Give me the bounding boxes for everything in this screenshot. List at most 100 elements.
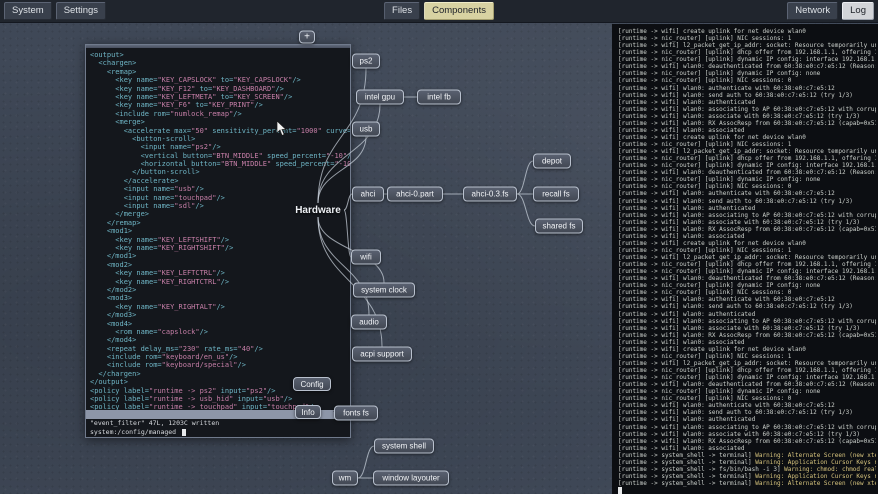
log-line: [runtime -> wifi] l2_packet_get_ip_addr:… xyxy=(618,42,876,50)
graph-node-system-clock[interactable]: system clock xyxy=(353,282,415,298)
graph-node-window-layouter[interactable]: window layouter xyxy=(373,470,449,486)
text-cursor xyxy=(182,428,187,436)
graph-node-ps2[interactable]: ps2 xyxy=(352,53,380,69)
graph-edge xyxy=(357,445,375,479)
graph-edge xyxy=(516,160,534,195)
log-line: [runtime -> wifi] wlan0: send auth to 60… xyxy=(618,197,853,205)
editor-line: <include rom="keyboard/en_us"/> xyxy=(90,353,238,362)
editor-line: <key name="KEY_LEFTSHIFT"/> xyxy=(90,235,230,244)
menu-button-settings[interactable]: Settings xyxy=(55,2,107,20)
graph-node-ahci-0-part[interactable]: ahci-0.part xyxy=(387,186,443,202)
log-line: [runtime -> wifi] wlan0: associating to … xyxy=(618,105,876,113)
editor-line: <output> xyxy=(90,51,124,59)
log-line: [runtime -> wifi] wlan0: RX AssocResp fr… xyxy=(618,437,876,445)
log-line: [runtime -> wifi] wlan0: associating to … xyxy=(618,423,876,431)
editor-line: </remap> xyxy=(90,218,141,227)
menu-button-network[interactable]: Network xyxy=(787,2,839,20)
log-line: [runtime -> wifi] wlan0: associate with … xyxy=(618,112,861,120)
editor-content[interactable]: <output> <chargen> <remap> <key name="KE… xyxy=(86,49,350,410)
graph-node-audio[interactable]: audio xyxy=(351,314,387,330)
log-line: [runtime -> wifi] wlan0: RX AssocResp fr… xyxy=(618,331,876,339)
log-line: [runtime -> nic_router] [uplink] dynamic… xyxy=(618,268,876,276)
editor-line: </mod2> xyxy=(90,285,137,294)
graph-node-config[interactable]: Config xyxy=(293,377,331,391)
log-line: [runtime -> nic_router] [uplink] dynamic… xyxy=(618,176,821,184)
log-line: [runtime -> nic_router] [uplink] NIC ses… xyxy=(618,141,792,148)
log-line: [runtime -> wifi] wlan0: RX AssocResp fr… xyxy=(618,225,876,233)
log-line: [runtime -> system_shell -> terminal] Wa… xyxy=(618,458,876,466)
editor-line: </output> xyxy=(90,378,128,387)
editor-line: <key name="KEY_LEFTMETA" to="KEY_SCREEN"… xyxy=(90,92,293,101)
log-line: [runtime -> wifi] l2_packet_get_ip_addr:… xyxy=(618,359,876,367)
log-line: [runtime -> wifi] wlan0: authenticated xyxy=(618,98,756,106)
graph-node-ahci-0-3-fs[interactable]: ahci-0.3.fs xyxy=(463,186,517,202)
log-line: [runtime -> wifi] wlan0: associating to … xyxy=(618,211,876,219)
graph-node-intel-gpu[interactable]: intel gpu xyxy=(356,89,404,105)
editor-window-titlebar[interactable] xyxy=(86,45,350,48)
log-line: [runtime -> wifi] wlan0: authenticated xyxy=(618,204,756,212)
log-line: [runtime -> nic_router] [uplink] NIC ses… xyxy=(618,35,792,43)
shell-prompt: system:/config/managed xyxy=(90,428,181,436)
graph-node-ahci[interactable]: ahci xyxy=(352,186,384,202)
editor-line: <policy label="runtime -> usb_hid" input… xyxy=(90,395,293,404)
log-line: [runtime -> nic_router] [uplink] NIC ses… xyxy=(618,183,792,191)
editor-line: <key name="KEY_RIGHTSHIFT"/> xyxy=(90,243,234,252)
editor-line: <input name="touchpad"/> xyxy=(90,193,225,202)
log-line: [runtime -> nic_router] [uplink] dynamic… xyxy=(618,374,876,382)
editor-line: <mod4> xyxy=(90,319,133,328)
editor-line: <key name="KEY_LEFTCTRL"/> xyxy=(90,269,225,278)
editor-line: </merge> xyxy=(90,210,150,219)
graph-node-intel-fb[interactable]: intel fb xyxy=(417,89,461,105)
log-line: [runtime -> wifi] wlan0: authenticate wi… xyxy=(618,402,835,410)
shell-prompt-line[interactable]: system:/config/managed xyxy=(86,428,350,437)
log-line: [runtime -> wifi] wlan0: authenticated xyxy=(618,416,756,424)
log-line: [runtime -> nic_router] [uplink] dhcp of… xyxy=(618,261,876,269)
graph-node-usb[interactable]: usb xyxy=(352,121,380,137)
log-line: [runtime -> wifi] wlan0: associated xyxy=(618,232,745,240)
graph-node-shared-fs[interactable]: shared fs xyxy=(535,218,583,234)
graph-node-depot[interactable]: depot xyxy=(533,153,571,169)
log-cursor xyxy=(618,487,622,494)
editor-line: <repeat delay_ms="230" rate_ms="40"/> xyxy=(90,344,263,353)
log-line: [runtime -> wifi] wlan0: associated xyxy=(618,126,745,134)
graph-node-fonts-fs[interactable]: fonts fs xyxy=(334,405,378,421)
log-line: [runtime -> wifi] wlan0: authenticated xyxy=(618,310,756,318)
editor-line: <horizontal button="BTN_MIDDLE" speed_pe… xyxy=(90,160,350,169)
log-line: [runtime -> wifi] wlan0: deauthenticated… xyxy=(618,275,876,283)
editor-line: <mod2> xyxy=(90,260,133,269)
log-line: [runtime -> wifi] wlan0: associate with … xyxy=(618,218,861,226)
menu-button-components[interactable]: Components xyxy=(424,2,494,20)
log-line: [runtime -> wifi] wlan0: associated xyxy=(618,338,745,346)
log-line: [runtime -> wifi] l2_packet_get_ip_addr:… xyxy=(618,254,876,261)
editor-line: </mod3> xyxy=(90,311,137,320)
graph-node-wifi[interactable]: wifi xyxy=(351,249,381,265)
graph-node-wm[interactable]: wm xyxy=(332,470,358,486)
vim-message-line: "event_filter" 47L, 1203C written xyxy=(90,419,220,427)
log-line: [runtime -> wifi] wlan0: send auth to 60… xyxy=(618,91,853,99)
graph-node-info[interactable]: Info xyxy=(295,405,321,419)
log-line: [runtime -> wifi] l2_packet_get_ip_addr:… xyxy=(618,148,876,156)
log-line: [runtime -> wifi] wlan0: associated xyxy=(618,444,745,452)
menu-button-files[interactable]: Files xyxy=(384,2,421,20)
log-line: [runtime -> nic_router] [uplink] dynamic… xyxy=(618,282,821,290)
log-line: [runtime -> nic_router] [uplink] NIC ses… xyxy=(618,77,792,85)
log-line: [runtime -> wifi] wlan0: RX AssocResp fr… xyxy=(618,119,876,127)
add-component-button[interactable]: + xyxy=(299,30,315,44)
menu-button-log[interactable]: Log xyxy=(842,2,874,20)
log-line: [runtime -> nic_router] [uplink] dynamic… xyxy=(618,388,821,396)
graph-node-system-shell[interactable]: system shell xyxy=(374,438,434,454)
graph-node-recall-fs[interactable]: recall fs xyxy=(533,186,579,202)
editor-line: <include rom="keyboard/special"/> xyxy=(90,361,246,370)
editor-line: <input name="sdl"/> xyxy=(90,202,204,211)
editor-line: <merge> xyxy=(90,118,145,127)
editor-line: <button-scroll> xyxy=(90,134,196,143)
log-panel: [runtime -> wifi] create uplink for net … xyxy=(612,24,878,494)
log-line: [runtime -> wifi] wlan0: send auth to 60… xyxy=(618,303,853,311)
graph-node-acpi-support[interactable]: acpi support xyxy=(352,346,412,362)
menu-button-system[interactable]: System xyxy=(4,2,52,20)
